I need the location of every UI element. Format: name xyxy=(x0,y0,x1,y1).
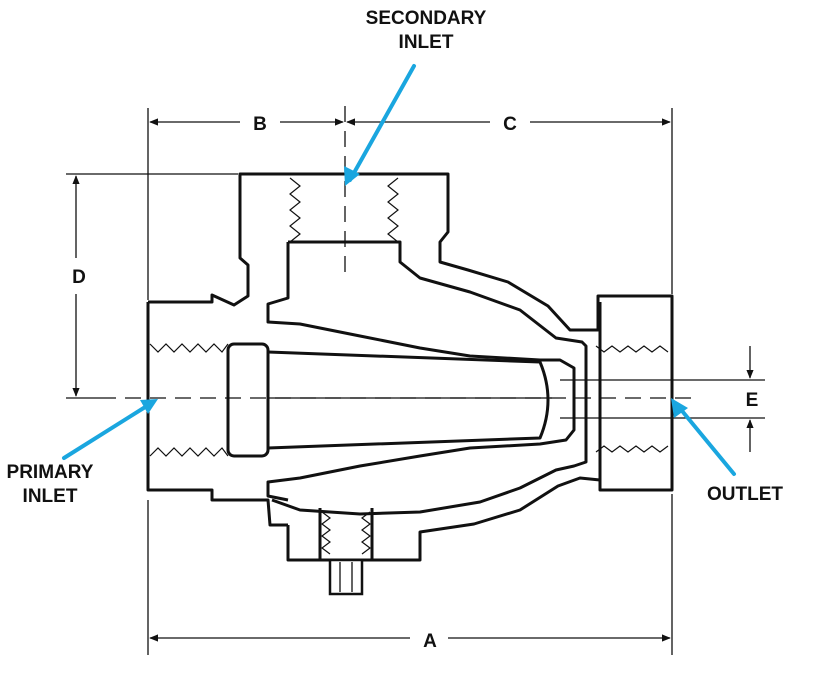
secondary-inlet-arrow xyxy=(348,64,416,182)
outlet-label: OUTLET xyxy=(707,484,783,505)
secondary-inlet-label-line1: SECONDARY xyxy=(366,8,487,29)
callout-arrows xyxy=(62,64,736,476)
primary-inlet-label-line2: INLET xyxy=(23,486,78,507)
outlet-arrowhead xyxy=(671,398,688,418)
primary-inlet-arrowhead xyxy=(140,399,158,414)
dim-d-label: D xyxy=(72,267,86,288)
threads xyxy=(149,177,669,555)
valve-body xyxy=(146,172,674,596)
dim-b-label: B xyxy=(253,114,267,135)
inner-cavity xyxy=(266,240,588,516)
dim-c-label: C xyxy=(503,114,517,135)
secondary-inlet-label-line2: INLET xyxy=(399,32,454,53)
secondary-inlet-arrowhead xyxy=(344,166,360,186)
primary-inlet-arrow xyxy=(62,402,152,460)
dimension-lines xyxy=(66,108,765,655)
outlet-arrow xyxy=(676,404,736,476)
nozzle xyxy=(226,342,552,458)
dim-a-label: A xyxy=(423,631,437,652)
dim-e-label: E xyxy=(746,390,759,411)
primary-inlet-label-line1: PRIMARY xyxy=(7,462,94,483)
drain-plug xyxy=(328,558,364,596)
